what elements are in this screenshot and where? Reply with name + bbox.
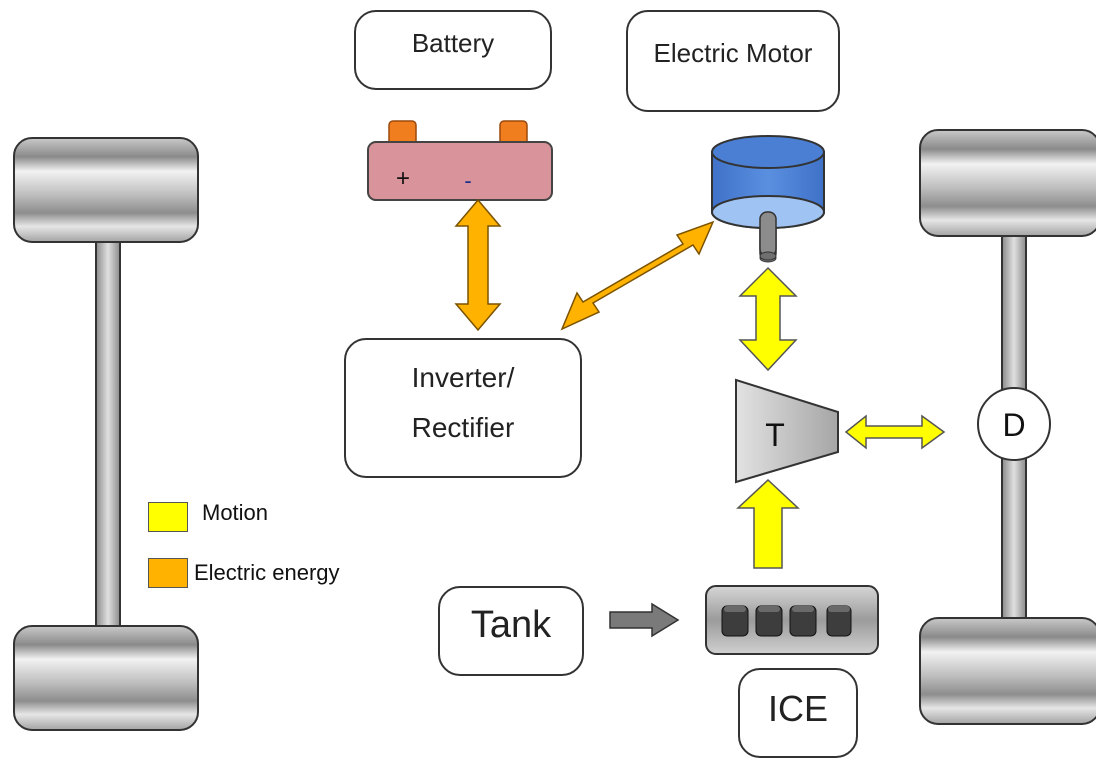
rectifier-label: Rectifier: [411, 412, 515, 443]
ice-box: ICE: [738, 668, 858, 758]
legend-motion-swatch: [148, 502, 188, 532]
battery-icon: [367, 120, 553, 201]
electric-motor-label: Electric Motor: [653, 38, 813, 68]
transmission-shape: [735, 378, 839, 484]
legend-electric-label: Electric energy: [194, 560, 340, 585]
right-top-wheel: [919, 129, 1096, 237]
left-axle: [13, 137, 199, 731]
motor-inverter-arrow: [560, 220, 715, 331]
tank-engine-arrow: [609, 602, 680, 638]
engine-transmission-arrow: [736, 478, 800, 569]
differential-circle: [977, 387, 1051, 461]
inverter-label: Inverter/: [411, 362, 515, 393]
battery-body: [367, 141, 553, 201]
left-bottom-wheel: [13, 625, 199, 731]
left-axle-shaft: [95, 237, 121, 631]
transmission-label: T: [765, 417, 785, 453]
right-axle: [919, 129, 1096, 725]
legend-electric-swatch: [148, 558, 188, 588]
ice-label: ICE: [767, 688, 828, 729]
legend-motion-label: Motion: [202, 500, 269, 525]
electric-motor-label-box: Electric Motor: [626, 10, 840, 112]
battery-label-box: Battery: [354, 10, 552, 90]
battery-plus-sign: +: [396, 165, 410, 192]
tank-label: Tank: [470, 604, 552, 646]
right-bottom-wheel: [919, 617, 1096, 725]
inverter-rectifier-box: Inverter/ Rectifier: [344, 338, 582, 478]
motor-icon: [711, 135, 825, 263]
transmission-differential-arrow: [844, 414, 946, 450]
battery-label: Battery: [411, 28, 495, 58]
tank-box: Tank: [438, 586, 584, 676]
battery-inverter-arrow: [454, 198, 502, 332]
differential-label: D: [1002, 407, 1025, 443]
engine-icon: [705, 585, 879, 655]
left-top-wheel: [13, 137, 199, 243]
battery-minus-sign: -: [464, 168, 471, 193]
motor-transmission-arrow: [738, 266, 798, 372]
